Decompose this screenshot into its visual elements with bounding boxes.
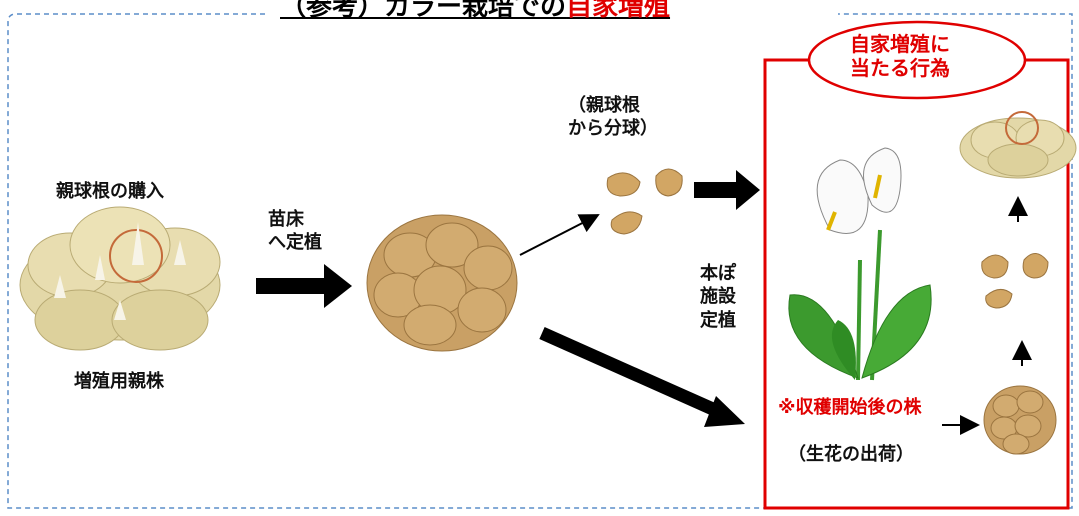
arrow-to-field: [539, 327, 745, 427]
divided-bulbs: [606, 168, 683, 235]
callout-label-line1: 自家増殖に: [850, 32, 950, 56]
nursery-label-line1: 苗床: [268, 209, 304, 230]
harvested-plant-bulb: [983, 385, 1057, 455]
division-label-line2: から分球）: [568, 118, 658, 140]
parent-stock-illustration: [19, 206, 221, 351]
title-highlight: 自家増殖: [566, 0, 671, 22]
callout-label-line2: 当たる行為: [850, 56, 950, 80]
stock-label: 増殖用親株: [74, 371, 164, 392]
main-field-label-line1: 本ぽ: [700, 263, 736, 284]
after-harvest-label: ※収穫開始後の株: [778, 397, 922, 418]
nursery-label-line2: へ定植: [268, 232, 322, 254]
arrow-to-nursery: [256, 264, 352, 308]
callout-label: 自家増殖に 当たる行為: [850, 32, 950, 80]
shipping-label: （生花の出荷）: [788, 444, 914, 465]
nursery-bulb-cluster: [366, 214, 518, 352]
right-divided-bulbs: [981, 253, 1049, 309]
nursery-label: 苗床 へ定植: [268, 208, 322, 255]
purchase-label: 親球根の購入: [56, 181, 164, 202]
dashed-frame: [7, 13, 1073, 509]
callout-ellipse: [807, 20, 1027, 100]
title-prefix: （参考）カラー栽培での: [280, 0, 567, 22]
page-title: （参考）カラー栽培での自家増殖: [272, 0, 679, 23]
division-label-line1: （親球根: [568, 95, 640, 116]
calla-lily-illustration: [788, 147, 932, 381]
propagated-stock-illustration: [959, 111, 1077, 179]
arrow-to-box: [694, 170, 760, 210]
division-label: （親球根 から分球）: [568, 94, 658, 141]
main-field-label: 本ぽ 施設 定植: [700, 262, 736, 332]
main-field-label-line2: 施設: [700, 286, 736, 308]
main-field-label-line3: 定植: [700, 309, 736, 331]
arrow-to-division: [519, 214, 600, 256]
